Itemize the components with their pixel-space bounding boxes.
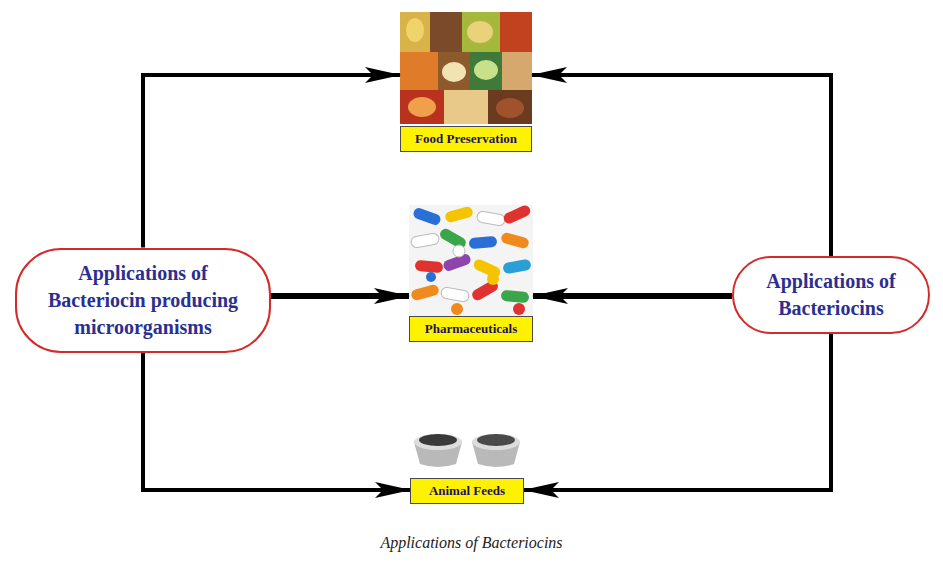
connector-arrow xyxy=(143,353,410,491)
kibble xyxy=(419,434,457,446)
image-label-box: Animal Feeds xyxy=(410,418,524,504)
capsule xyxy=(502,259,531,275)
bowl-rim xyxy=(414,434,462,450)
tablet xyxy=(513,303,525,315)
capsule xyxy=(476,211,505,227)
capsule xyxy=(469,236,498,249)
dish xyxy=(467,21,493,43)
image-label-box: Food Preservation xyxy=(400,12,532,152)
food-photo-collage xyxy=(400,12,532,124)
tablet xyxy=(426,272,436,282)
food-tile xyxy=(430,12,462,52)
capsule xyxy=(415,260,444,273)
feed-bowls xyxy=(410,418,524,474)
pills-photo xyxy=(409,205,533,318)
label-tag: Pharmaceuticals xyxy=(409,316,533,342)
capsule xyxy=(501,290,530,303)
tablet xyxy=(451,303,463,315)
connector-arrow xyxy=(533,293,732,299)
food-tile xyxy=(488,90,532,124)
food-tile xyxy=(444,90,488,124)
capsule xyxy=(500,232,530,250)
food-tile xyxy=(438,52,470,90)
connector-arrow xyxy=(524,334,831,490)
label-tag: Food Preservation xyxy=(400,126,532,152)
food-tile xyxy=(462,12,500,52)
connector-arrow xyxy=(271,293,409,299)
food-tile xyxy=(470,52,502,90)
figure-caption: Applications of Bacteriocins xyxy=(0,534,943,552)
capsule xyxy=(502,205,532,225)
food-tile xyxy=(400,90,444,124)
bowl-rim xyxy=(472,434,520,450)
dish xyxy=(406,18,424,42)
food-tile xyxy=(500,12,532,52)
food-tile xyxy=(400,12,430,52)
food-tile xyxy=(502,52,532,90)
connector-arrow xyxy=(143,75,400,248)
box-title: Applications of Bacteriocin producing mi… xyxy=(37,260,249,341)
kibble xyxy=(477,434,515,446)
dish xyxy=(474,60,498,80)
connector-arrow xyxy=(532,75,831,256)
photo-ground xyxy=(409,205,533,318)
dish xyxy=(408,97,436,117)
rounded-box: Applications of Bacteriocins xyxy=(732,256,930,334)
label-tag: Animal Feeds xyxy=(410,478,524,504)
capsule xyxy=(410,284,440,302)
box-title: Applications of Bacteriocins xyxy=(752,268,910,322)
image-label-box: Pharmaceuticals xyxy=(409,205,533,342)
capsule xyxy=(410,233,439,249)
capsule xyxy=(412,207,442,227)
rounded-box: Applications of Bacteriocin producing mi… xyxy=(15,248,271,353)
food-tile xyxy=(400,52,438,90)
tablet xyxy=(487,273,499,285)
capsule xyxy=(444,206,474,224)
dish xyxy=(496,98,524,118)
tablet xyxy=(453,245,465,257)
capsule xyxy=(440,287,469,303)
dish xyxy=(442,62,466,82)
